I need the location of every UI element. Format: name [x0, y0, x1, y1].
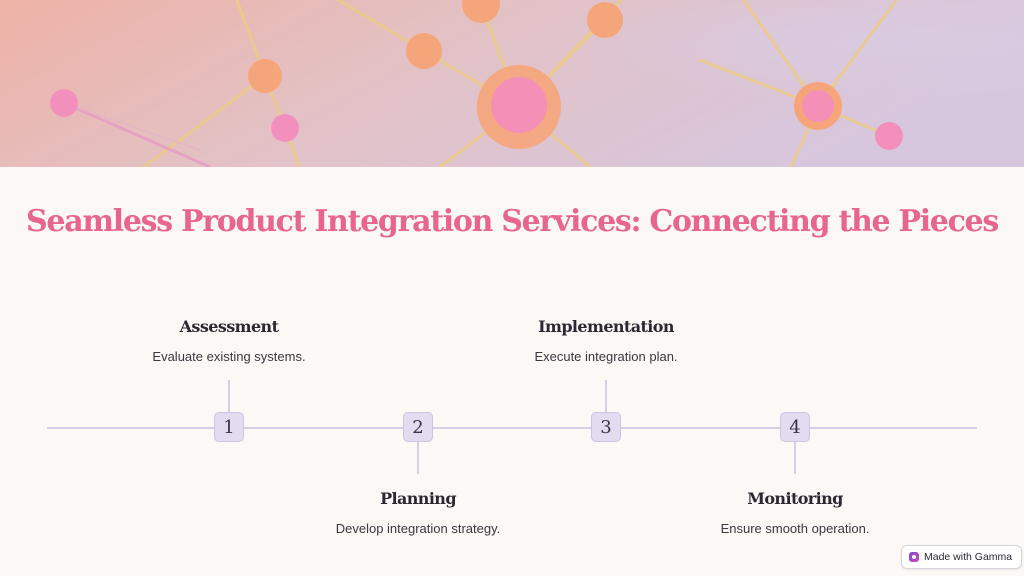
step-3-marker: 3	[591, 412, 621, 442]
step-4-title: Monitoring	[747, 489, 843, 508]
step-1-title: Assessment	[179, 317, 279, 336]
page-title: Seamless Product Integration Services: C…	[26, 204, 999, 239]
step-1-connector	[228, 380, 230, 412]
made-with-gamma-badge[interactable]: Made with Gamma	[901, 545, 1023, 569]
step-2-title: Planning	[380, 489, 456, 508]
step-1-description: Evaluate existing systems.	[152, 349, 306, 364]
step-4-description: Ensure smooth operation.	[720, 521, 870, 536]
badge-label: Made with Gamma	[924, 551, 1013, 563]
step-3-connector	[605, 380, 607, 412]
step-1-marker: 1	[214, 412, 244, 442]
step-2-description: Develop integration strategy.	[335, 521, 501, 536]
step-2-connector	[417, 442, 419, 474]
hero-network-image	[0, 0, 1024, 167]
step-2-marker: 2	[403, 412, 433, 442]
gamma-logo-icon	[909, 552, 919, 562]
step-4-connector	[794, 442, 796, 474]
timeline-axis	[47, 427, 977, 429]
step-4-marker: 4	[780, 412, 810, 442]
step-3-title: Implementation	[538, 317, 674, 336]
step-3-description: Execute integration plan.	[534, 349, 678, 364]
